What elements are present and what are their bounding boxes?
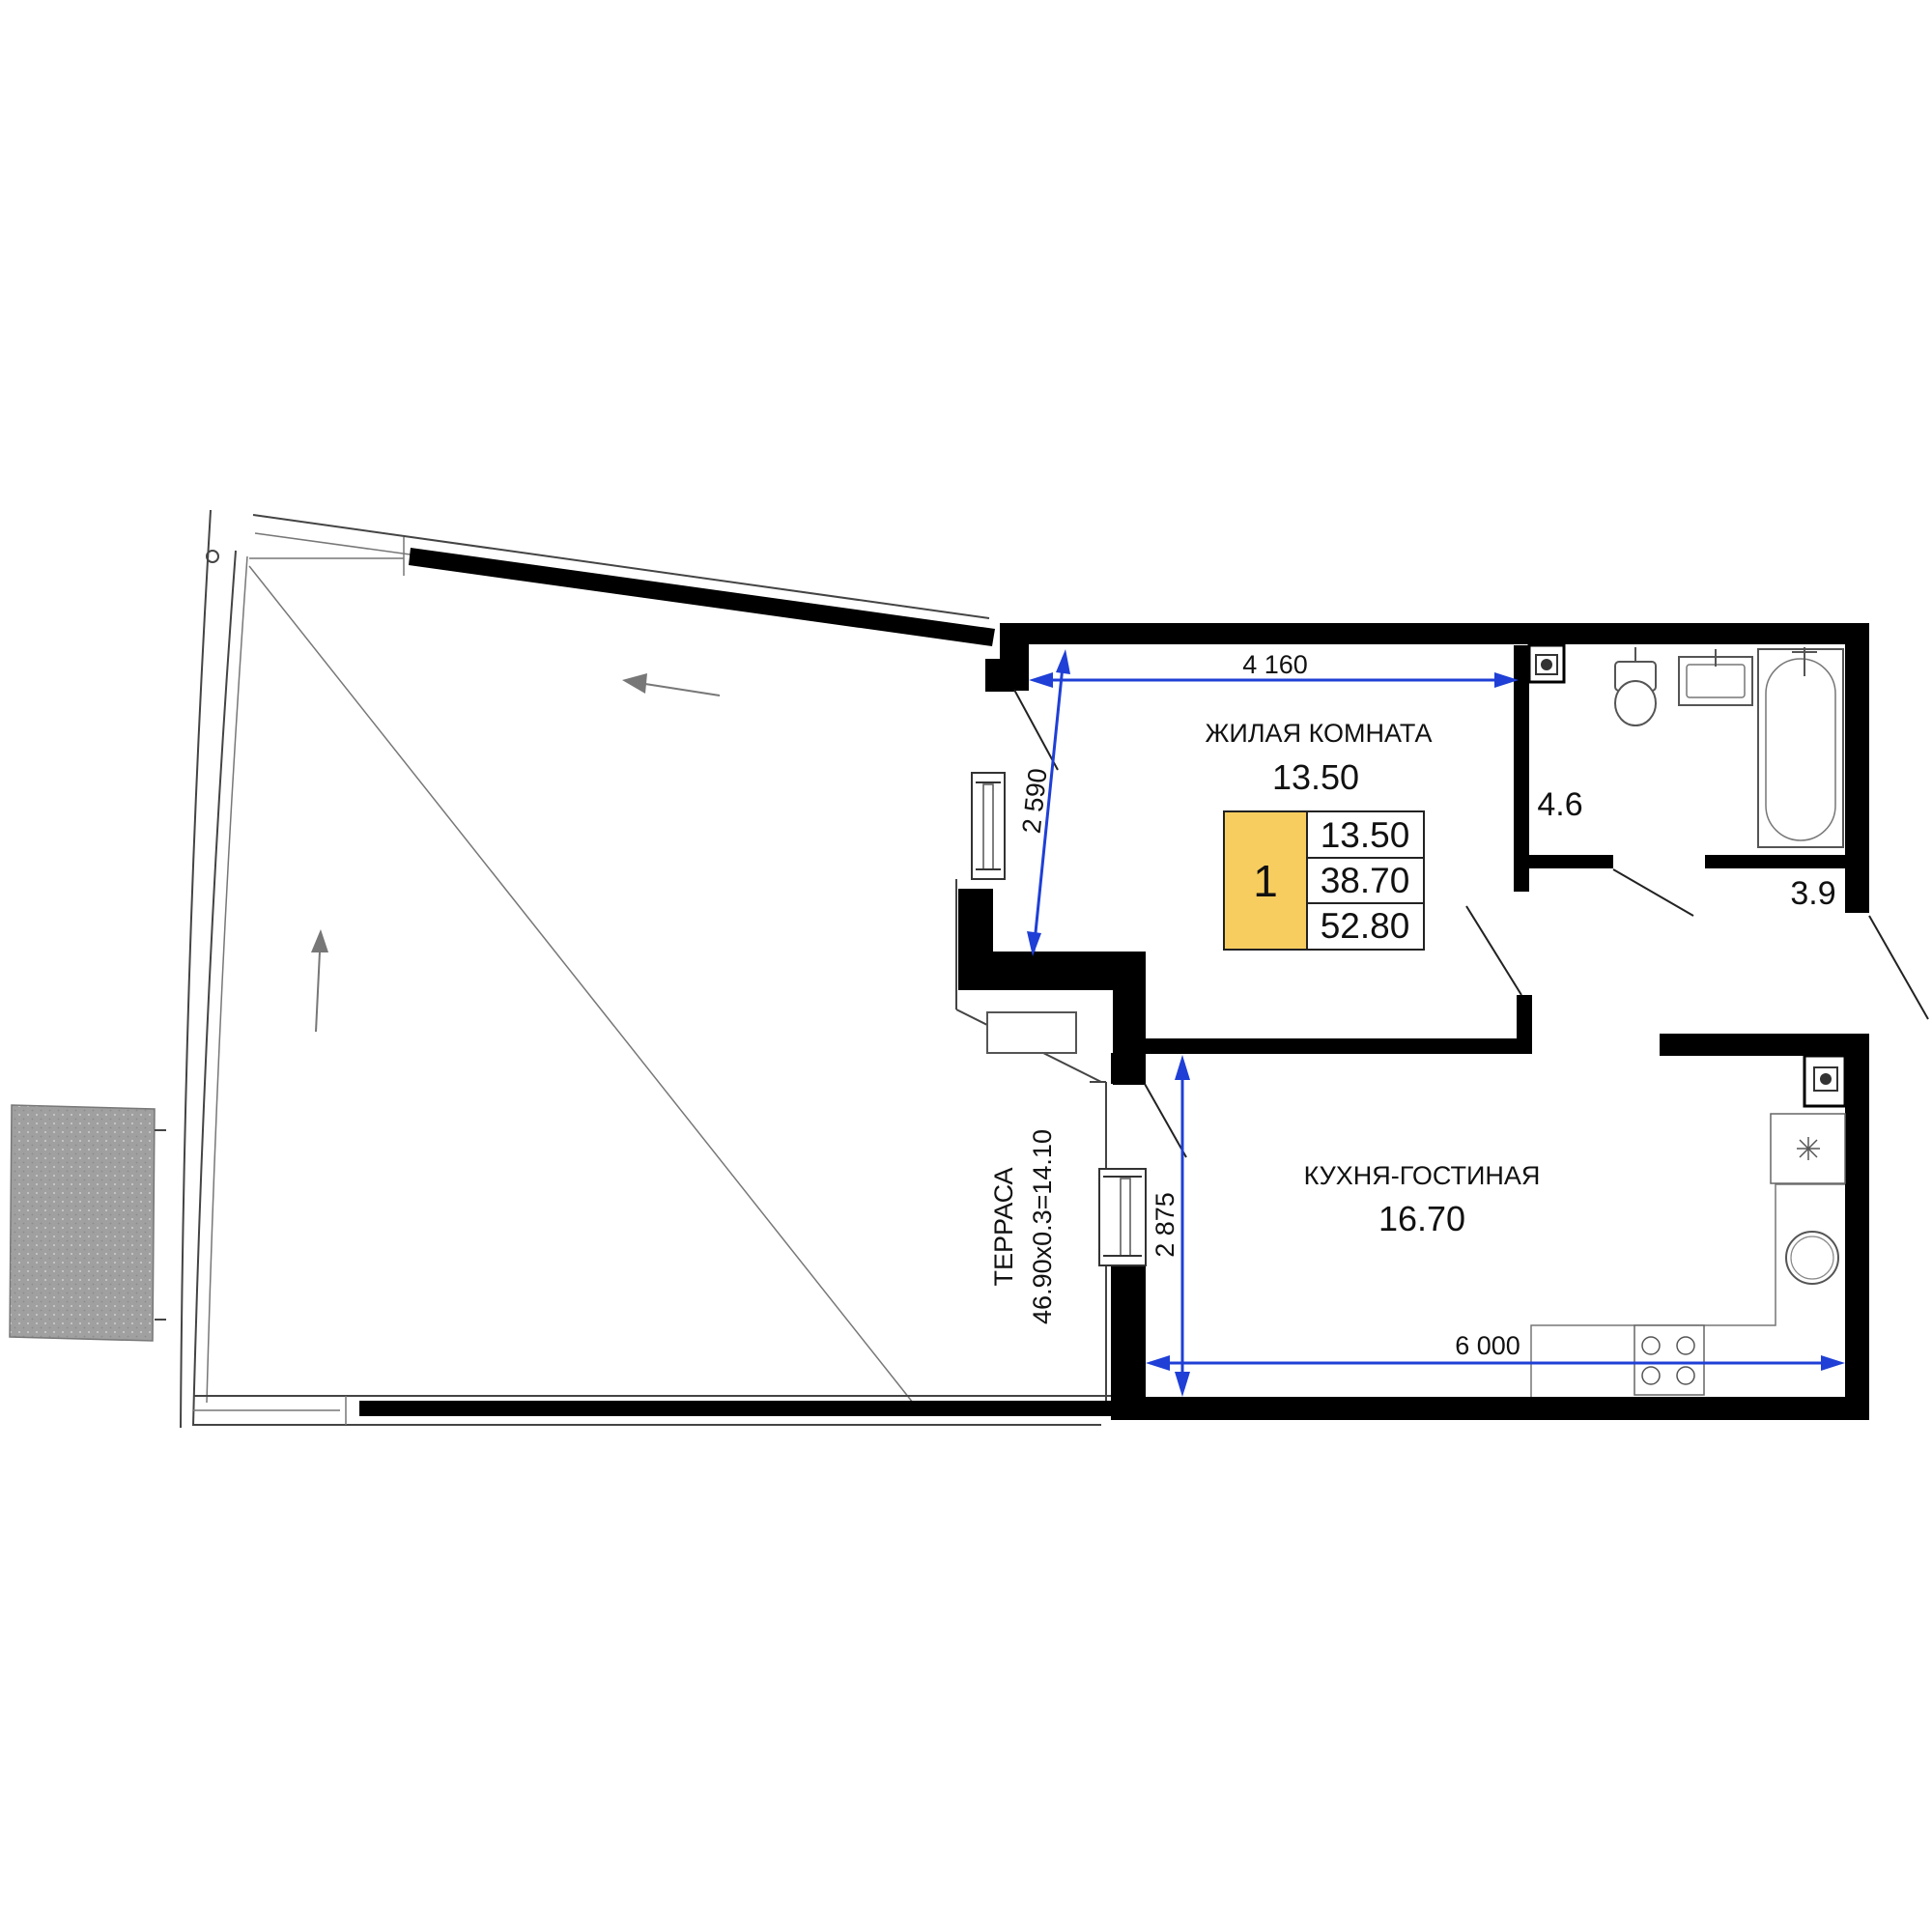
direction-arrow-icon	[622, 673, 721, 696]
living-area-value: 13.50	[1321, 815, 1410, 855]
bathtub-icon	[1757, 647, 1844, 848]
direction-arrow-icon	[311, 929, 328, 1033]
dimension-top-width-label: 4 160	[1242, 650, 1308, 679]
kitchen-sink-icon	[1770, 1113, 1846, 1184]
rooms-count-cell	[1223, 810, 1308, 951]
terrace-door-window	[1098, 1168, 1147, 1266]
living-room-name: ЖИЛАЯ КОМНАТА	[1206, 719, 1433, 748]
bathroom-area: 4.6	[1537, 786, 1582, 823]
rooms-count: 1	[1253, 856, 1278, 906]
total-with-terrace-value: 52.80	[1321, 906, 1410, 946]
terrace-parapet-bottom	[359, 1401, 1113, 1416]
washing-machine-icon	[1785, 1231, 1839, 1285]
kitchen-living-area: 16.70	[1378, 1199, 1465, 1238]
hall-area: 3.9	[1790, 875, 1835, 912]
dimension-living-depth	[1027, 649, 1070, 956]
dimension-kitchen-width-label: 6 000	[1455, 1331, 1520, 1360]
terrace	[180, 509, 1111, 1429]
dimension-kitchen-depth	[1175, 1055, 1190, 1397]
living-room-area: 13.50	[1272, 757, 1359, 797]
terrace-formula: 46.90x0.3=14.10	[1028, 1129, 1057, 1324]
dimension-kitchen-width	[1146, 1355, 1845, 1371]
door-swings	[1013, 689, 1929, 1158]
ac-unit-icon	[986, 1011, 1077, 1054]
exterior-paving	[9, 1104, 166, 1342]
terrace-name: ТЕРРАСА	[989, 1167, 1018, 1286]
apartment-summary-box: 1 13.50 38.70 52.80	[1223, 810, 1425, 951]
dimension-kitchen-depth-label: 2 875	[1151, 1192, 1179, 1258]
dimension-top-width	[1029, 672, 1519, 688]
terrace-parapet	[409, 548, 995, 646]
dimension-living-depth-label: 2 590	[1017, 767, 1053, 835]
kitchen-counter	[1530, 1183, 1845, 1397]
ventilation-icon	[1535, 654, 1558, 675]
total-area-value: 38.70	[1321, 861, 1410, 900]
toilet-icon	[1614, 647, 1657, 726]
ventilation-icon	[1813, 1066, 1838, 1092]
stove-icon	[1634, 1324, 1705, 1396]
sink-icon	[1678, 649, 1753, 706]
apartment-walls	[958, 623, 1869, 1420]
terrace-door-window	[971, 772, 1006, 880]
kitchen-living-name: КУХНЯ-ГОСТИНАЯ	[1304, 1161, 1541, 1190]
